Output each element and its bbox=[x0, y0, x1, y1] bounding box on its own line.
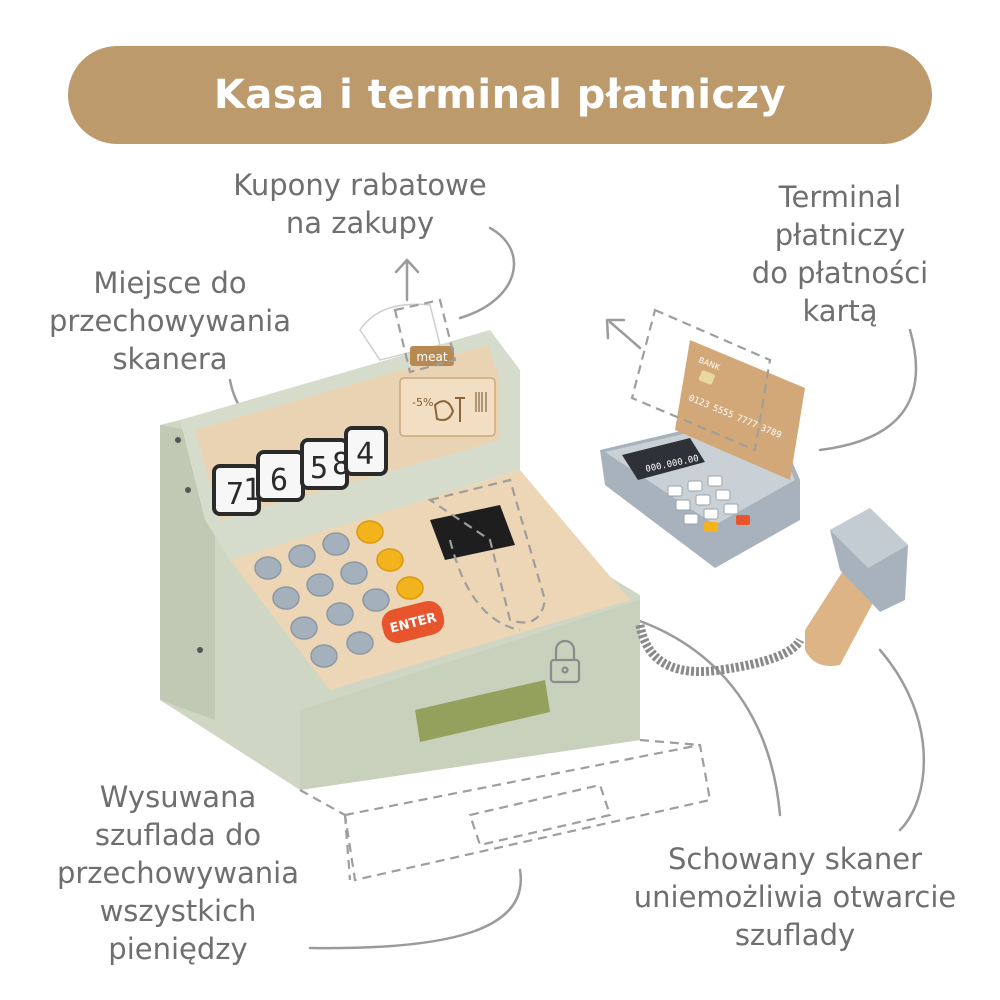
drawer-handle bbox=[415, 680, 550, 742]
banner-title: Kasa i terminal płatniczy bbox=[213, 72, 787, 118]
digit-5: 8 bbox=[332, 447, 350, 482]
enter-key bbox=[381, 600, 445, 644]
drawer-front bbox=[300, 600, 640, 790]
leader-terminal bbox=[818, 328, 918, 452]
leader-drawer bbox=[308, 868, 523, 950]
coupon-outline bbox=[393, 298, 457, 374]
drawer-outline bbox=[299, 738, 712, 882]
terminal-screen bbox=[622, 438, 705, 480]
terminal-cancel-key bbox=[736, 515, 750, 525]
cash-register: meat -5% 7 1 6 5 8 4 bbox=[160, 303, 640, 790]
card-arrow bbox=[605, 318, 642, 350]
digit-3: 6 bbox=[270, 463, 288, 498]
scanner-head-top bbox=[830, 508, 908, 568]
card-outline bbox=[630, 308, 772, 452]
lock-icon bbox=[549, 639, 581, 684]
card-chip-icon bbox=[698, 370, 715, 385]
label-coupons: Kupony rabatowe na zakupy bbox=[233, 168, 487, 240]
meat-tag bbox=[410, 346, 454, 366]
discount-coupon bbox=[399, 377, 496, 437]
label-hidden-scanner: Schowany skaner uniemożliwia otwarcie sz… bbox=[633, 842, 957, 952]
payment-terminal: 000.000.00 BANK 0123 5555 7777 3789 bbox=[600, 340, 805, 568]
label-drawer: Wysuwana szuflada do przechowywania wszy… bbox=[56, 780, 300, 966]
digit-display: 7 1 6 5 8 4 bbox=[212, 426, 388, 516]
title-banner: Kasa i terminal płatniczy bbox=[68, 46, 932, 144]
meat-tag-label: meat bbox=[416, 350, 447, 364]
label-terminal: Terminal płatniczy do płatności kartą bbox=[751, 180, 929, 328]
discount-label: -5% bbox=[412, 396, 433, 409]
leader-hidden-scanner-2 bbox=[878, 648, 926, 832]
coupon-arrow bbox=[394, 258, 420, 302]
yellow-keys bbox=[356, 520, 424, 600]
leader-coupons bbox=[458, 226, 516, 320]
barcode-icon bbox=[475, 392, 487, 412]
number-keys bbox=[254, 532, 390, 668]
arrows bbox=[394, 258, 642, 350]
digit-4: 5 bbox=[310, 451, 328, 486]
digit-1: 7 bbox=[226, 477, 244, 512]
drumstick-icon bbox=[455, 397, 465, 422]
digit-6: 4 bbox=[356, 437, 374, 472]
hand-scanner bbox=[635, 508, 908, 676]
meat-icon bbox=[433, 400, 455, 421]
digit-2: 1 bbox=[243, 473, 261, 508]
terminal-keys bbox=[667, 475, 739, 525]
keypad-top bbox=[230, 470, 630, 690]
terminal-clear-key bbox=[704, 522, 718, 532]
label-scanner-storage: Miejsce do przechowywania skanera bbox=[48, 266, 292, 376]
hidden-scanner-outline bbox=[427, 478, 547, 632]
